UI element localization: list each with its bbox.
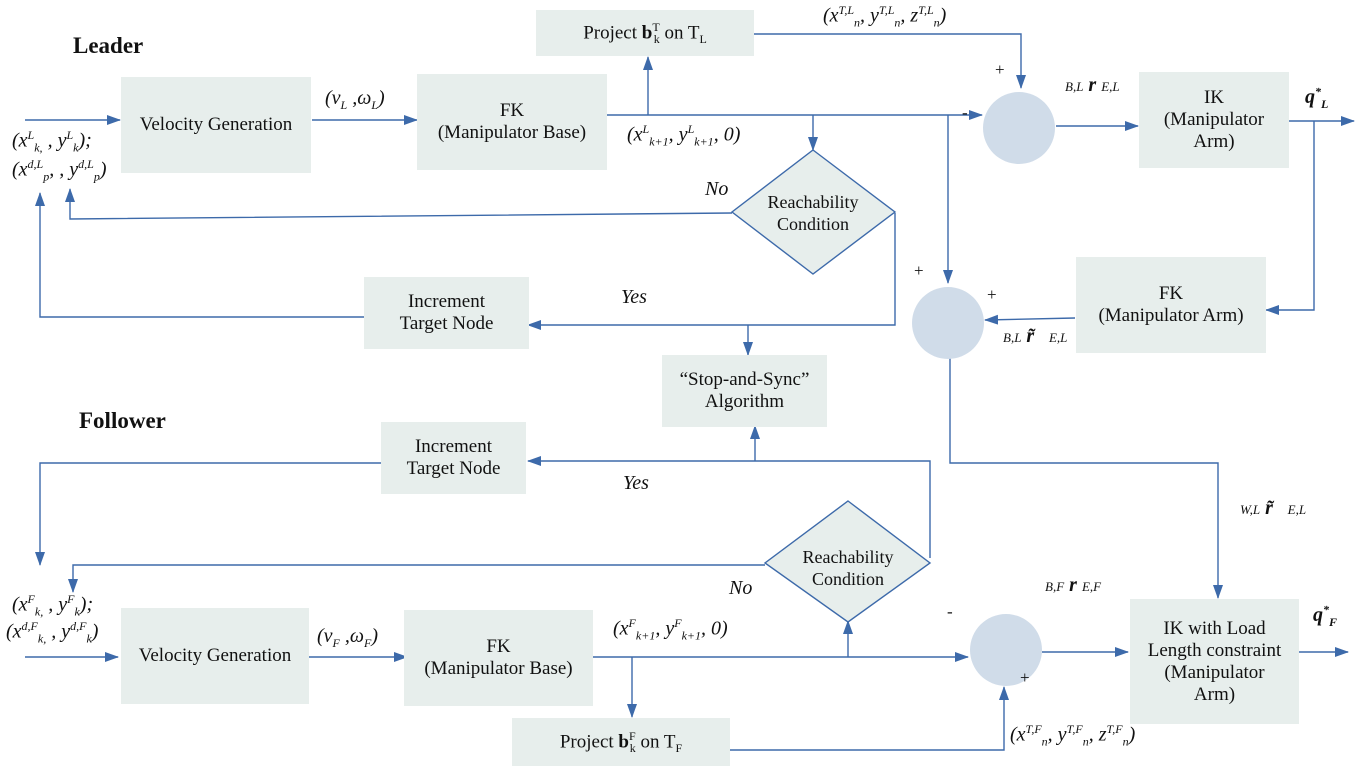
follower-summation-junction[interactable] bbox=[970, 614, 1042, 686]
follower-minus-sign: - bbox=[947, 602, 953, 621]
follower-increment-target-block[interactable]: Increment Target Node bbox=[381, 422, 526, 494]
leader-reach-diamond bbox=[730, 149, 897, 275]
leader-r-label: B,L r E,L bbox=[1065, 74, 1120, 96]
leader-input-label-1: (xLk, , yLk); bbox=[12, 128, 92, 155]
follower-title: Follower bbox=[79, 408, 166, 433]
follower-plus-sign: + bbox=[1020, 668, 1030, 687]
follower-ik-load-block[interactable]: IK with Load Length constraint (Manipula… bbox=[1130, 599, 1299, 724]
leader-ik-line2: (Manipulator bbox=[1163, 109, 1265, 130]
leader-fk-arm-title: FK bbox=[1158, 283, 1184, 304]
leader-base-output-label: (xLk+1, yLk+1, 0) bbox=[627, 122, 741, 149]
follower-ik-title: IK with Load bbox=[1163, 617, 1266, 639]
leader-fk-base-title: FK bbox=[499, 100, 525, 121]
leader-input-label-2: (xd,Lp, , yd,Lp) bbox=[12, 157, 107, 184]
follower-base-output-label: (xFk+1, yFk+1, 0) bbox=[613, 616, 728, 643]
follower-reach-diamond bbox=[763, 500, 932, 623]
follower-no-label: No bbox=[729, 577, 753, 599]
leader-velocity-generation-label: Velocity Generation bbox=[139, 114, 293, 135]
stop-and-sync-title: “Stop-and-Sync” bbox=[679, 369, 810, 390]
leader-target-label: (xT,Ln, yT,Ln, zT,Ln) bbox=[823, 3, 947, 30]
leader-project-block[interactable]: Project bTk on TL bbox=[536, 10, 754, 56]
leader-minus-sign: - bbox=[962, 103, 968, 122]
leader-fk-arm-block[interactable]: FK (Manipulator Arm) bbox=[1076, 257, 1266, 353]
follower-ik-line4: Arm) bbox=[1193, 683, 1236, 705]
follower-project-block[interactable]: Project bFk on TF bbox=[512, 718, 730, 766]
leader-increment-title: Increment bbox=[407, 291, 485, 312]
stop-and-sync-subtitle: Algorithm bbox=[704, 391, 785, 412]
leader-ik-line3: Arm) bbox=[1193, 131, 1235, 152]
leader-no-path bbox=[65, 188, 733, 220]
follower-yes-label: Yes bbox=[623, 472, 649, 494]
follower-fk-base-block[interactable]: FK (Manipulator Base) bbox=[404, 610, 593, 706]
follower-project-out bbox=[730, 686, 1009, 751]
leader-velocity-generation-block[interactable]: Velocity Generation bbox=[121, 77, 311, 173]
follower-input-label-2: (xd,Fk, , yd,Fk) bbox=[6, 619, 99, 646]
follower-target-label: (xT,Fn, yT,Fn, zT,Fn) bbox=[1010, 722, 1136, 749]
error-plus-sign-right: + bbox=[987, 285, 997, 304]
leader-fk-base-subtitle: (Manipulator Base) bbox=[437, 122, 587, 143]
follower-no-path bbox=[68, 564, 765, 593]
leader-plus-sign: + bbox=[995, 60, 1005, 79]
follower-ik-line3: (Manipulator bbox=[1164, 661, 1265, 683]
stop-and-sync-block[interactable]: “Stop-and-Sync” Algorithm bbox=[662, 355, 827, 427]
leader-project-label: Project bTk on TL bbox=[583, 19, 707, 47]
follower-input-label-1: (xFk, , yFk); bbox=[12, 592, 94, 619]
leader-increment-subtitle: Target Node bbox=[399, 313, 494, 334]
leader-q-to-fkarm bbox=[1265, 121, 1315, 315]
follower-wl-label: W,L r̃ E,L bbox=[1240, 497, 1307, 519]
follower-fk-base-subtitle: (Manipulator Base) bbox=[424, 658, 573, 679]
follower-r-label: B,F r E,F bbox=[1045, 574, 1102, 596]
leader-increment-back bbox=[35, 192, 364, 318]
sum2-to-follower-ik bbox=[949, 358, 1223, 599]
follower-project-label: Project bFk on TF bbox=[559, 728, 683, 756]
follower-q-label: q*F bbox=[1313, 602, 1338, 629]
leader-no-label: No bbox=[705, 178, 729, 200]
follower-fk-base-title: FK bbox=[486, 636, 511, 657]
leader-q-label: q*L bbox=[1305, 84, 1329, 111]
leader-fk-base-block[interactable]: FK (Manipulator Base) bbox=[417, 74, 607, 170]
leader-title: Leader bbox=[73, 33, 144, 58]
follower-increment-title: Increment bbox=[414, 436, 492, 457]
leader-ik-block[interactable]: IK (Manipulator Arm) bbox=[1139, 72, 1289, 168]
follower-increment-back bbox=[35, 462, 381, 566]
leader-ik-title: IK bbox=[1203, 87, 1225, 108]
leader-fkarm-to-sum bbox=[984, 314, 1076, 325]
error-summation-junction[interactable] bbox=[912, 287, 984, 359]
leader-increment-target-block[interactable]: Increment Target Node bbox=[364, 277, 529, 349]
follower-velocity-label: (vF ,ωF) bbox=[317, 625, 379, 650]
leader-velocity-label: (vL ,ωL) bbox=[325, 87, 385, 112]
follower-increment-subtitle: Target Node bbox=[406, 458, 501, 479]
leader-rtilde-label: B,L r̃ E,L bbox=[1003, 325, 1068, 347]
leader-yes-label: Yes bbox=[621, 286, 647, 308]
leader-yes-path bbox=[527, 213, 896, 330]
error-plus-sign-top: + bbox=[914, 261, 924, 280]
follower-yes-path bbox=[527, 456, 931, 558]
leader-project-out bbox=[754, 33, 1026, 89]
leader-fk-arm-subtitle: (Manipulator Arm) bbox=[1098, 305, 1244, 326]
follower-velocity-generation-block[interactable]: Velocity Generation bbox=[121, 608, 309, 704]
follower-ik-line2: Length constraint bbox=[1147, 639, 1282, 661]
leader-summation-junction[interactable] bbox=[983, 92, 1055, 164]
follower-velocity-generation-label: Velocity Generation bbox=[138, 645, 292, 666]
